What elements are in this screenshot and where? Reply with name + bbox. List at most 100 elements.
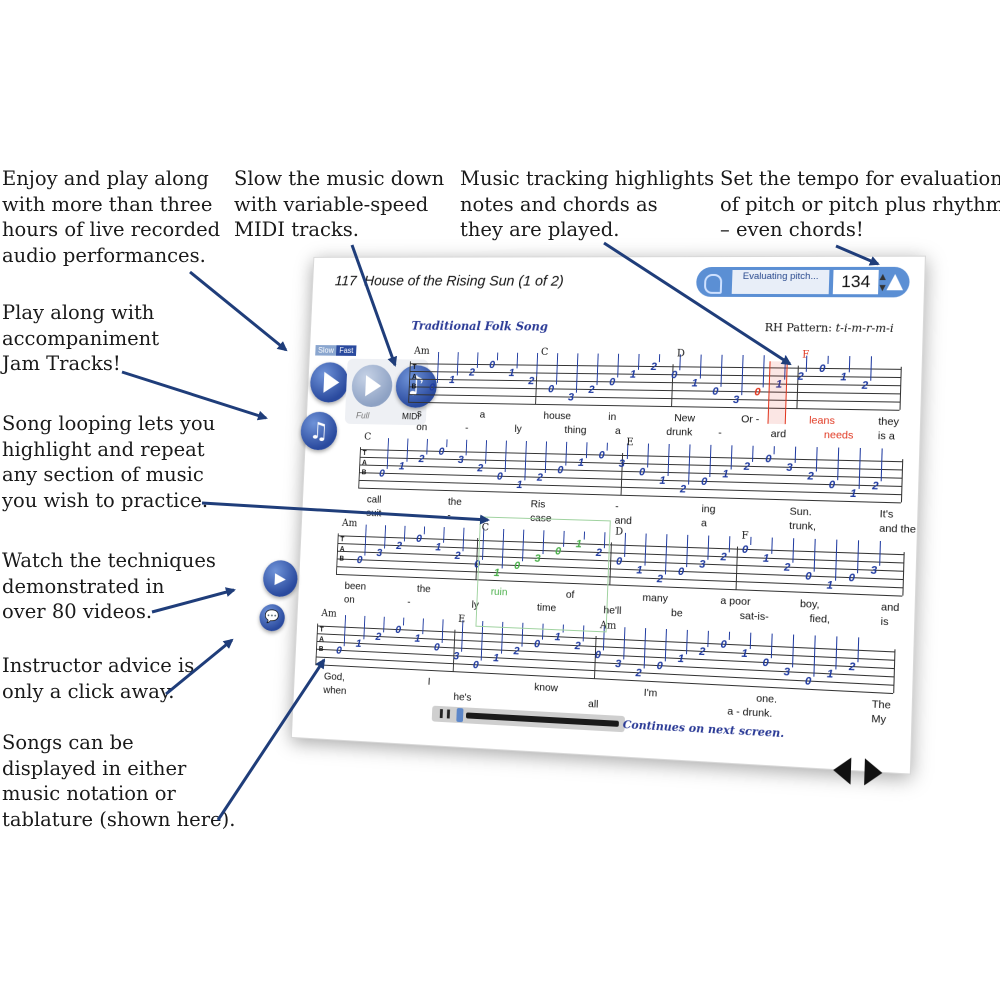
- note-stem: [422, 618, 424, 635]
- note-stem: [637, 353, 640, 370]
- bar-line: [900, 459, 904, 503]
- tab-clef: T A B: [318, 626, 325, 653]
- speed-fast[interactable]: Fast: [336, 345, 357, 356]
- fret-number: 2: [375, 631, 382, 644]
- fret-number: 1: [448, 374, 456, 387]
- lyric-word: on: [416, 421, 428, 434]
- tab-clef: T A B: [361, 450, 367, 477]
- note-stem: [403, 525, 406, 542]
- fret-number: 2: [698, 645, 706, 659]
- lyric-word: is: [880, 615, 889, 629]
- fret-number: 0: [670, 369, 678, 382]
- tab-clef: T A B: [339, 536, 345, 563]
- lyric-word: Or -: [740, 413, 760, 426]
- fret-number: 2: [679, 483, 687, 496]
- rh-pattern: RH Pattern: t-i-m-r-m-i: [764, 321, 894, 336]
- fret-number: 0: [656, 659, 663, 673]
- callout-song-looping: Song looping lets you highlight and repe…: [2, 412, 216, 512]
- jam-track-button[interactable]: ♫: [299, 411, 338, 451]
- lyric-word: -: [464, 422, 469, 434]
- chord-label: D: [676, 348, 686, 360]
- metronome-icon[interactable]: [886, 273, 904, 291]
- ear-icon[interactable]: [703, 273, 723, 294]
- lyric-word: ard: [770, 427, 787, 441]
- callout-audio-performances: Enjoy and play along with more than thre…: [2, 167, 221, 267]
- fret-number: 0: [378, 467, 386, 480]
- fret-number: 1: [414, 632, 421, 645]
- pitch-evaluation-bar[interactable]: Evaluating pitch... 134 ▲▼: [695, 266, 910, 298]
- fret-number: 3: [614, 658, 622, 671]
- lyric-word: they: [878, 415, 900, 429]
- lyric-word: a: [479, 408, 486, 421]
- fret-number: 2: [797, 370, 804, 383]
- note-stem: [658, 354, 661, 363]
- callout-midi-tracks: Slow the music down with variable-speed …: [234, 167, 445, 241]
- fret-number: 1: [577, 456, 585, 469]
- fret-number: 0: [594, 649, 602, 662]
- fret-number: 3: [567, 391, 575, 404]
- note-stem: [446, 439, 448, 448]
- fret-number: 1: [762, 552, 770, 565]
- lyric-word: s: [416, 407, 423, 420]
- fret-number: 3: [457, 454, 464, 467]
- note-stem: [848, 356, 851, 373]
- lyric-word: a: [614, 425, 621, 438]
- lyric-word: My: [871, 712, 887, 727]
- tempo-stepper[interactable]: ▲▼: [879, 271, 887, 293]
- fret-number: 0: [608, 376, 616, 389]
- next-screen-arrow[interactable]: [864, 758, 883, 787]
- note-stem: [606, 442, 608, 451]
- tracking-highlight: [767, 361, 788, 425]
- fret-number: 1: [677, 652, 685, 666]
- play-audio-button[interactable]: [309, 362, 350, 403]
- bar-line: [315, 623, 319, 665]
- lyric-word: Ris: [530, 498, 546, 511]
- fret-number: 2: [720, 551, 727, 564]
- fret-number: 3: [870, 564, 878, 578]
- fret-number: 0: [848, 571, 856, 585]
- lyric-word: call: [366, 493, 382, 506]
- fret-number: 2: [528, 375, 535, 388]
- scrubber-track[interactable]: [465, 712, 619, 727]
- video-button[interactable]: ▶: [262, 559, 299, 598]
- lyric-word: been: [344, 580, 367, 593]
- arrow-audio: [189, 270, 288, 352]
- pause-icon[interactable]: ❚❚: [437, 708, 453, 720]
- fret-number: 0: [547, 383, 555, 396]
- lyric-word: boy,: [799, 597, 820, 611]
- note-stem: [749, 632, 752, 650]
- note-stem: [496, 352, 499, 361]
- note-stem: [771, 537, 773, 554]
- chord-label: C: [540, 347, 549, 358]
- fret-number: 0: [765, 453, 772, 466]
- note-stem: [707, 630, 709, 648]
- fret-number: 0: [677, 565, 685, 579]
- app-screen: 117 House of the Rising Sun (1 of 2) Eva…: [258, 255, 926, 787]
- lyric-word: New: [673, 412, 696, 425]
- fret-number: 2: [395, 540, 403, 553]
- fret-number: 3: [732, 394, 740, 407]
- lyric-word: and the: [879, 522, 917, 536]
- fret-number: 0: [754, 386, 761, 399]
- fret-number: 0: [557, 464, 564, 477]
- fret-number: 2: [468, 366, 476, 379]
- note-stem: [423, 526, 426, 535]
- instructor-advice-button[interactable]: 💬: [258, 603, 286, 632]
- note-stem: [773, 446, 775, 455]
- tempo-value[interactable]: 134: [832, 269, 879, 295]
- fret-number: 2: [807, 470, 814, 483]
- staff-line: [358, 472, 902, 487]
- play-icon: [323, 371, 340, 394]
- bar-line: [335, 533, 339, 574]
- speech-bubble-icon: 💬: [264, 609, 280, 625]
- lyric-word: needs: [823, 428, 854, 442]
- fret-number: 0: [415, 533, 423, 545]
- fret-number: 1: [741, 647, 748, 661]
- fret-number: 2: [513, 645, 520, 658]
- previous-screen-arrow[interactable]: [832, 756, 852, 785]
- chord-label: F: [741, 530, 749, 542]
- scrubber-thumb[interactable]: [456, 707, 464, 723]
- speed-slow[interactable]: Slow: [315, 345, 337, 356]
